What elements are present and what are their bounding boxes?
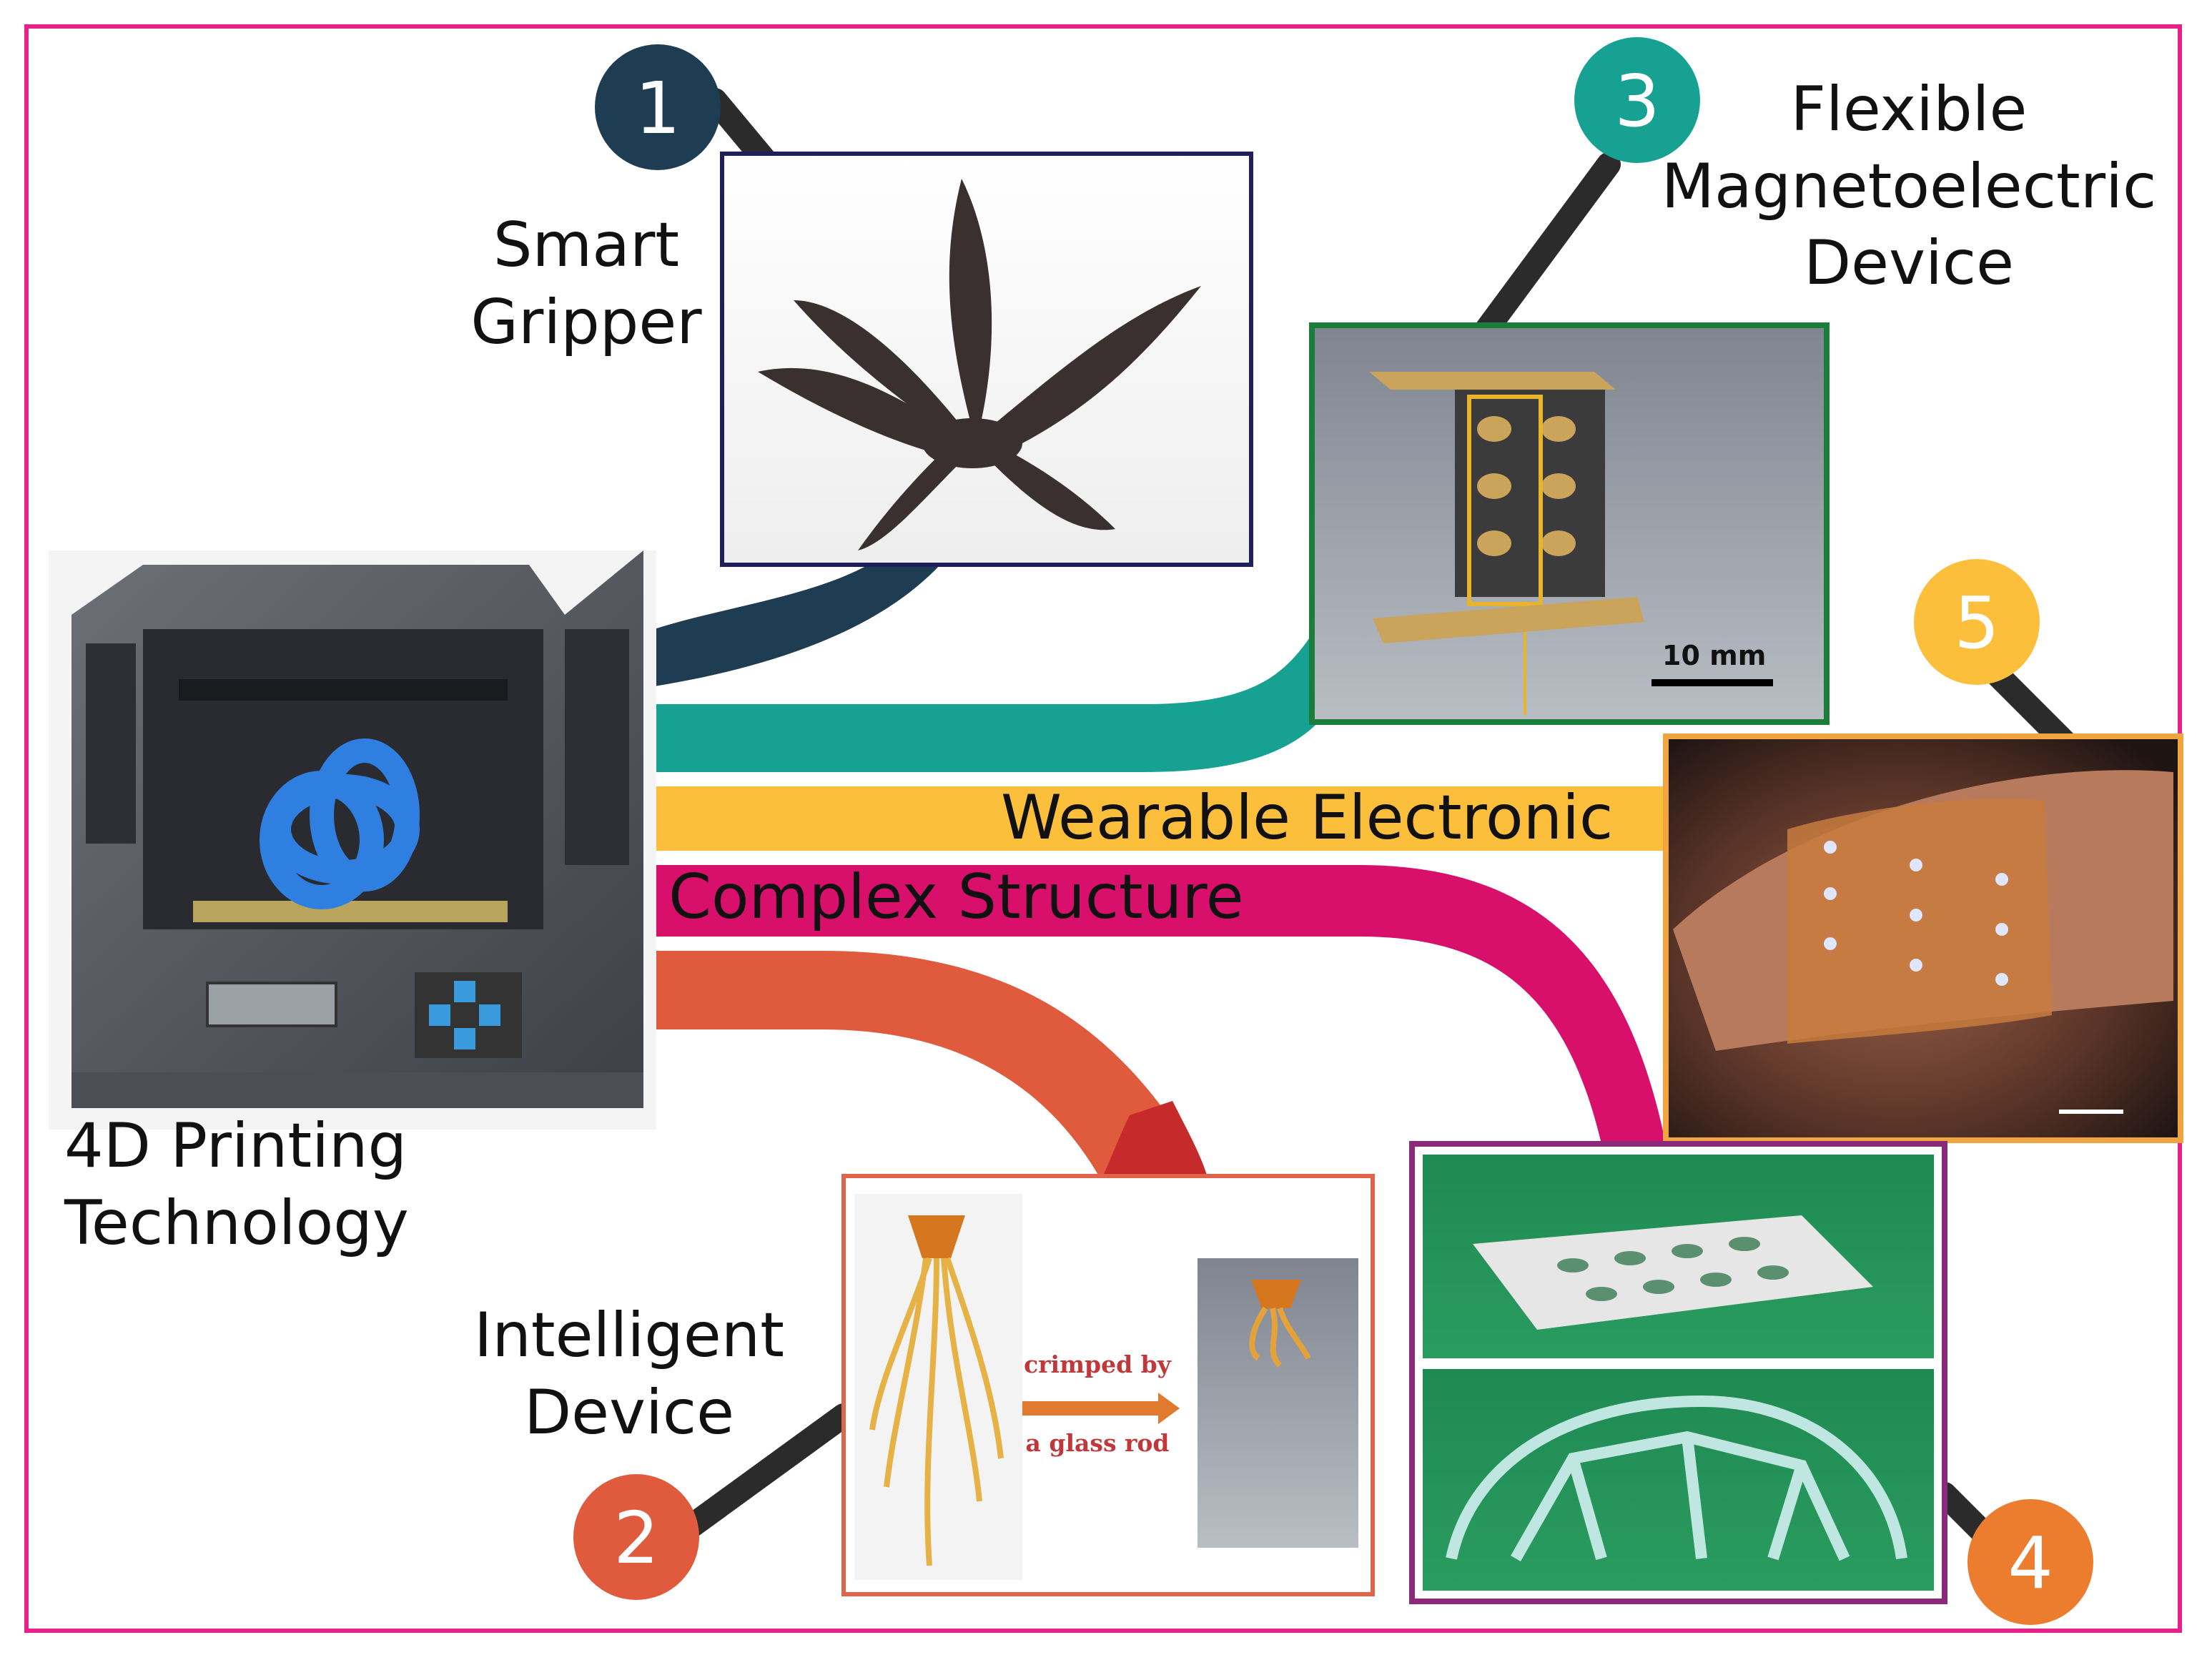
label-magnetoelectric: Flexible Magnetoelectric Device — [1661, 74, 2157, 299]
wearable-panel — [1663, 733, 2183, 1143]
band-magnetoelectric — [654, 622, 1344, 772]
badge-4: 4 — [1967, 1499, 2093, 1625]
annotation-line1: crimped by — [1024, 1350, 1172, 1378]
svg-text:5: 5 — [1954, 581, 2000, 665]
badge-5: 5 — [1914, 559, 2040, 685]
badge-2: 2 — [573, 1474, 699, 1600]
scale-bar-label: 10 mm — [1662, 640, 1766, 671]
label-smart-gripper: Smart Gripper — [470, 209, 702, 358]
label-4d-printing: 4D Printing Technology — [64, 1110, 409, 1259]
svg-text:2: 2 — [613, 1496, 659, 1580]
complex-structure-panel — [1409, 1141, 1947, 1604]
intelligent-device-panel: crimped by a glass rod — [841, 1174, 1375, 1596]
band-wearable — [654, 786, 1669, 851]
label-intelligent-device: Intelligent Device — [474, 1300, 784, 1448]
svg-text:3: 3 — [1614, 59, 1660, 143]
connector-5 — [1983, 660, 2078, 756]
magnetoelectric-panel: 10 mm — [1309, 322, 1830, 725]
svg-text:1: 1 — [635, 66, 681, 150]
band-smart-gripper — [654, 529, 958, 686]
printed-knot — [260, 738, 420, 909]
gripper-panel — [720, 152, 1253, 567]
annotation-line2: a glass rod — [1026, 1429, 1170, 1457]
label-wearable-electronic: Wearable Electronic — [1001, 782, 1614, 854]
connector-2 — [674, 1403, 856, 1542]
label-complex-structure: Complex Structure — [668, 861, 1244, 933]
printer-image — [49, 550, 656, 1130]
band-complex — [654, 865, 1666, 1144]
svg-text:4: 4 — [2008, 1521, 2053, 1605]
badge-3: 3 — [1574, 37, 1700, 163]
band-intelligent-tip — [1101, 1101, 1208, 1180]
band-intelligent — [654, 951, 1208, 1180]
badge-1: 1 — [595, 44, 721, 170]
connector-3 — [1475, 152, 1621, 341]
